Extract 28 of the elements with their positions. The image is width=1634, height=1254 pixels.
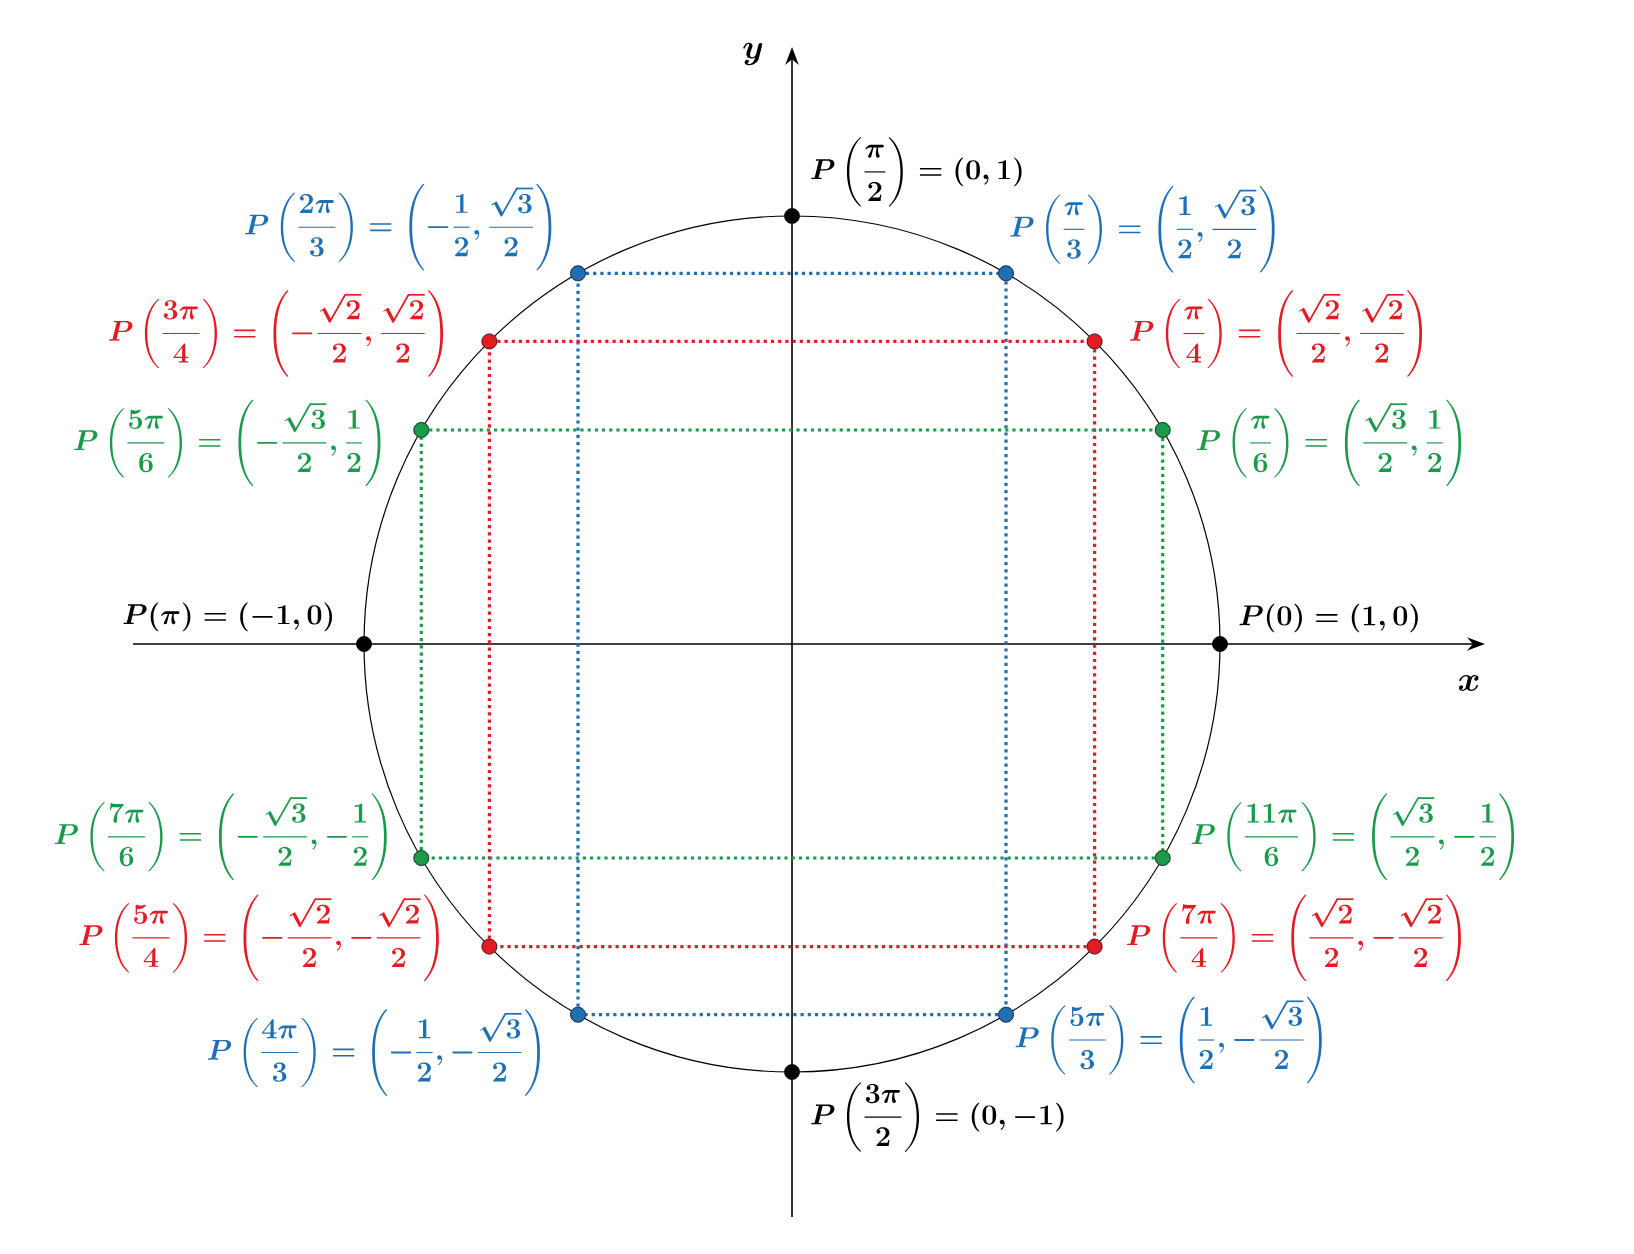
dotted-line [1093, 349, 1097, 939]
point-label: $P\left(\frac{2\pi}{3}\right)=\left(-\frac{1}{2},\frac{\sqrt{3}}{2}\right)$ [245, 184, 552, 271]
dotted-line [576, 281, 580, 1007]
point-label: $P(\pi)=(-1,0)$ [123, 602, 333, 632]
point-label: $P\left(\frac{\pi}{6}\right)=\left(\frac{\sqrt{3}}{2},\frac{1}{2}\right)$ [1196, 399, 1462, 487]
point-label: $P(0)=(1,0)$ [1239, 603, 1418, 633]
dotted-line [487, 349, 491, 939]
axis-label: $x$ [1458, 675, 1479, 691]
point-label: $P\left(\frac{11\pi}{6}\right)=\left(\frac{\sqrt{3}}{2},-\frac{1}{2}\right)$ [1191, 793, 1515, 880]
point-label: $P\left(\frac{4\pi}{3}\right)=\left(-\frac{1}{2},-\frac{\sqrt{3}}{2}\right)$ [207, 1009, 540, 1096]
point-label: $P\left(\frac{5\pi}{6}\right)=\left(-\frac{\sqrt{3}}{2},\frac{1}{2}\right)$ [74, 399, 381, 487]
dotted-line [1004, 281, 1008, 1007]
dotted-line [429, 428, 1155, 432]
point-label: $P\left(\frac{7\pi}{4}\right)=\left(\frac{\sqrt{2}}{2},-\frac{\sqrt{2}}{2}\right)$ [1127, 894, 1461, 982]
dotted-line [419, 437, 423, 851]
dotted-line [585, 271, 999, 275]
dotted-line [1161, 437, 1165, 851]
point-label: $P\left(\frac{7\pi}{6}\right)=\left(-\frac{\sqrt{3}}{2},-\frac{1}{2}\right)$ [54, 793, 387, 880]
point-label: $P\left(\frac{\pi}{4}\right)=\left(\frac{\sqrt{2}}{2},\frac{\sqrt{2}}{2}\right)$ [1130, 290, 1423, 377]
point-label: $P\left(\frac{5\pi}{3}\right)=\left(\frac{1}{2},-\frac{\sqrt{3}}{2}\right)$ [1015, 996, 1322, 1084]
point-label: $P\left(\frac{5\pi}{4}\right)=\left(-\frac{\sqrt{2}}{2},-\frac{\sqrt{2}}{2}\right)$ [79, 894, 439, 982]
point-label: $P\left(\frac{3\pi}{4}\right)=\left(-\frac{\sqrt{2}}{2},\frac{\sqrt{2}}{2}\right)$ [109, 290, 444, 377]
dotted-line [497, 945, 1087, 949]
dotted-line [429, 856, 1155, 860]
dotted-line [497, 339, 1087, 343]
point-label: $P\left(\frac{3\pi}{2}\right)=(0,-1)$ [811, 1082, 1064, 1152]
dotted-line [585, 1013, 999, 1017]
axis-label: $y$ [743, 42, 763, 66]
